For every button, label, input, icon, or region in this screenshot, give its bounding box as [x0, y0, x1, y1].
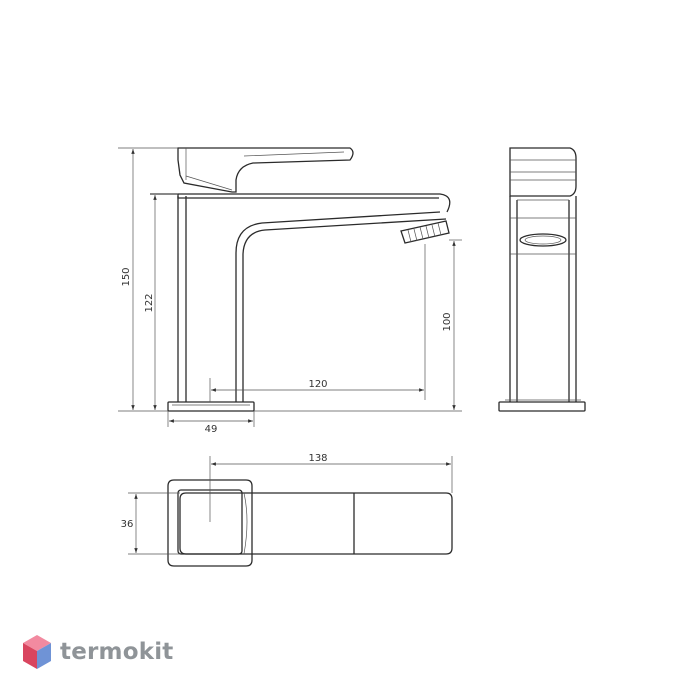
dim-label-100: 100 — [442, 312, 453, 331]
dim-label-138: 138 — [308, 453, 327, 464]
top-base — [167, 479, 253, 567]
dimension-outlet-height: 100 — [254, 239, 462, 412]
dimension-depth: 36 — [121, 492, 180, 555]
dimension-total-length: 138 — [209, 453, 453, 522]
front-spout — [235, 211, 441, 402]
cube-logo-icon — [23, 635, 51, 669]
dimension-total-height: 150 — [118, 147, 178, 412]
top-view — [167, 479, 453, 567]
dimension-base-width: 49 — [167, 411, 255, 435]
dimension-spout-height: 122 — [144, 193, 178, 410]
logo-text: termokit — [60, 639, 174, 665]
dim-label-122: 122 — [144, 293, 155, 312]
front-view — [150, 147, 451, 412]
side-aerator — [519, 233, 567, 247]
cube-left-face — [23, 643, 37, 669]
side-handle — [509, 147, 577, 197]
front-handle — [177, 147, 354, 193]
dim-label-150: 150 — [121, 267, 132, 286]
side-view — [498, 147, 586, 412]
termokit-logo[interactable]: termokit — [22, 634, 173, 670]
aerator — [400, 220, 450, 244]
top-spout — [179, 492, 453, 555]
dimension-spout-reach: 120 — [209, 378, 424, 402]
dim-label-49: 49 — [205, 424, 218, 435]
side-base — [498, 401, 586, 412]
cube-right-face — [37, 643, 51, 669]
front-base — [167, 401, 255, 412]
dim-label-120: 120 — [308, 379, 327, 390]
dim-label-36: 36 — [121, 519, 134, 530]
